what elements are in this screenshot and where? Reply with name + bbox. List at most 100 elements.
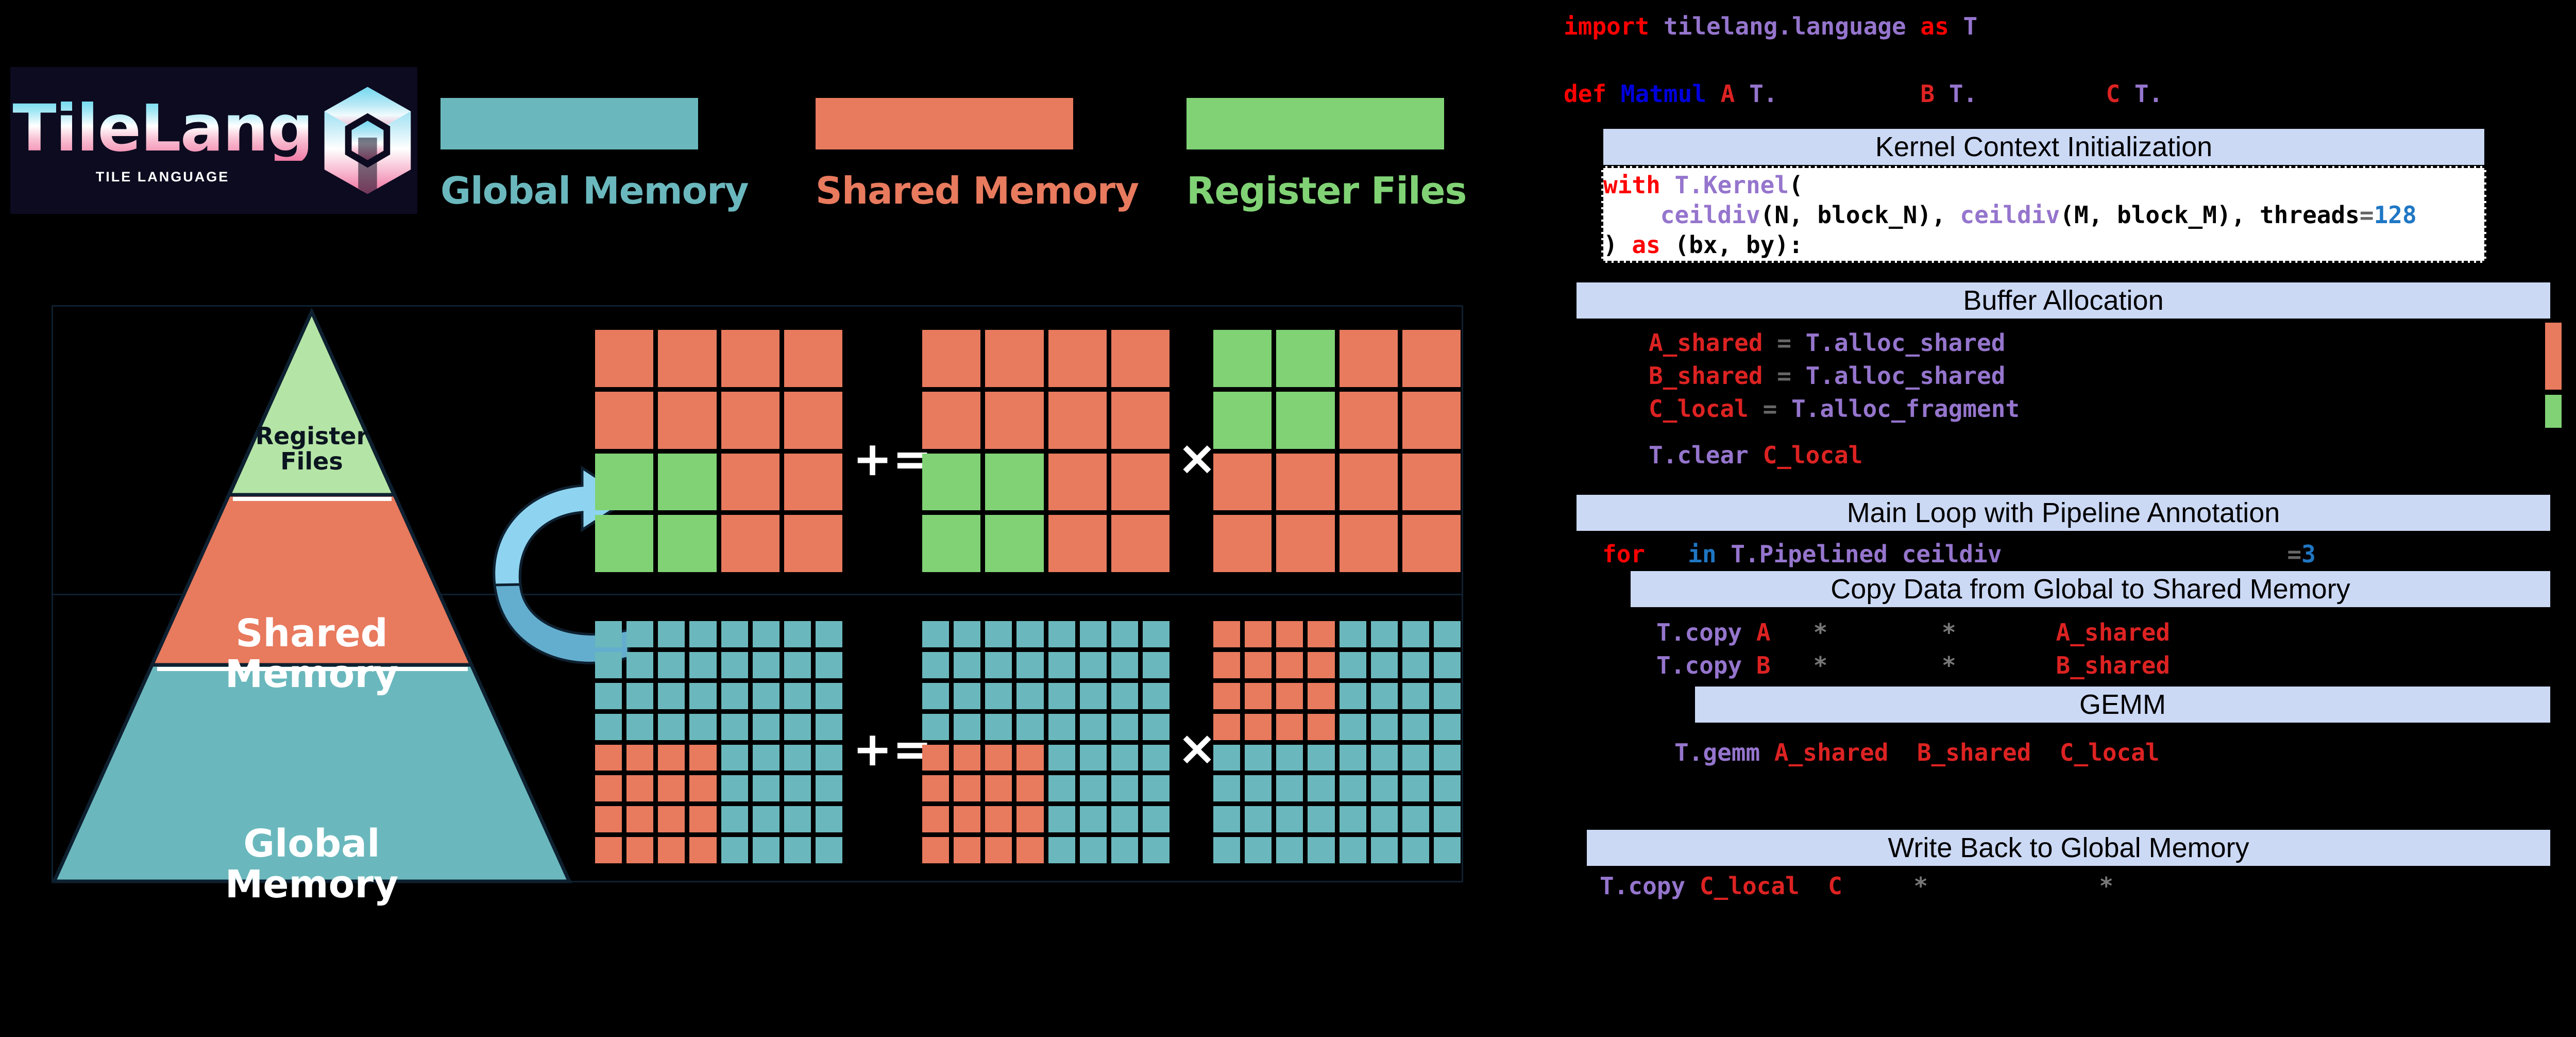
matrix-cell [1371,837,1398,863]
code-token: B_shared [1917,739,2031,766]
matrix-cell [721,837,748,863]
code-token: (M, block_M), threads [2060,201,2360,229]
matrix-cell [1308,806,1334,832]
code-token: = [1777,362,1791,390]
matrix-cell [1245,714,1272,740]
matrix-cell [1016,714,1043,740]
code-token: for [1602,540,1645,568]
code-token [1749,441,1763,469]
matrix-cell [658,454,716,511]
code-token: T.Pipelined ceildiv [1731,540,2002,568]
matrix-cell [985,683,1012,709]
section-header-main-loop: Main Loop with Pipeline Annotation [1577,495,2550,531]
code-token [1649,12,1664,40]
matrix-cell [1402,683,1429,709]
matrix-cell [784,714,811,740]
code-token: with [1603,171,1660,199]
matrix-cell [1308,621,1334,647]
matrix-cell [1340,652,1366,678]
matrix-cell [626,806,653,832]
matrix-cell [1080,714,1107,740]
matrix-cell [922,621,949,647]
code-line-copy-b: T.copy B * * B_shared [1656,651,2170,679]
matrix-cell [1213,806,1240,832]
matrix-cell [689,775,716,801]
code-line-a-shared-alloc: A_shared = T.alloc_shared [1649,329,2005,357]
matrix-cell [1276,683,1303,709]
code-token [1763,362,1777,390]
code-token: T.alloc_shared [1806,362,2006,390]
matrix-cell [721,392,779,449]
matrix-cell [1340,515,1398,572]
matrix-cell [1080,745,1107,771]
code-token [1742,618,1756,646]
code-token: T.clear [1649,441,1749,469]
code-token: = [2360,201,2374,229]
code-token: C_local [1763,441,1863,469]
code-token: (N, block_N), [1760,201,1960,229]
matrix-cell [784,775,811,801]
matrix-cell [784,392,842,449]
code-token: A_shared [2056,618,2171,646]
code-token: T. [2134,80,2163,108]
code-token: T. [1749,80,1777,108]
matrix-cell [1276,775,1303,801]
matrix-cell [1213,515,1272,572]
code-token: in [1688,540,1716,568]
tilelang-cube-logo-icon [320,85,415,196]
code-token: Matmul [1621,80,1706,108]
code-token: T.copy [1656,618,1742,646]
code-token [1949,12,1963,40]
matrix-cell [1143,775,1170,801]
code-token: T.alloc_fragment [1791,395,2020,423]
matrix-cell [626,652,653,678]
matrix-cell [1308,775,1334,801]
code-token [1735,80,1749,108]
matrix-cell [922,683,949,709]
matrix-cell [1402,621,1429,647]
matrix-cell [1276,806,1303,832]
code-token: ) [1603,231,1632,259]
matrix-cell [784,330,842,387]
matrix-cell [1111,515,1170,572]
matrix-cell [1048,652,1075,678]
matrix-cell [784,454,842,511]
matrix-cell [626,775,653,801]
matrix-cell [985,454,1043,511]
matrix-cell [689,652,716,678]
matrix-cell [626,683,653,709]
code-token: C_local [1649,395,1749,423]
matrix-cell [1371,683,1398,709]
matrix-cell [721,515,779,572]
matrix-cell [626,621,653,647]
matrix-cell [1048,837,1075,863]
matrix-cell [1276,330,1334,387]
matrix-cell [1245,652,1272,678]
matrix-cell [753,775,779,801]
legend-label-shared-memory: Shared Memory [816,169,1139,212]
matrix-cell [1434,775,1461,801]
matrix-cell [985,621,1012,647]
matrix-cell [816,683,842,709]
matrix-cell [1048,330,1107,387]
matrix-cell [1016,775,1043,801]
logo-subtitle: TILE LANGUAGE [96,169,230,185]
matrix-cell [1276,392,1334,449]
matrix-cell [595,652,622,678]
matrix-cell [689,714,716,740]
code-token [1777,80,1920,108]
matrix-cell [954,745,980,771]
matrix-cell [626,714,653,740]
matrix-cell [1016,683,1043,709]
matrix-cell [1111,392,1170,449]
matrix-cell [1340,714,1366,740]
code-line-c-local-alloc: C_local = T.alloc_fragment [1649,395,2020,423]
code-token: T. [1949,80,1977,108]
code-line-as-bx-by: ) as (bx, by): [1603,231,1803,259]
matrix-cell [922,837,949,863]
matrix-cell [922,330,980,387]
matrix-cell [658,806,685,832]
code-line-copy-c-local: T.copy C_local C * * [1600,872,2113,900]
matrix-cell [1402,392,1461,449]
